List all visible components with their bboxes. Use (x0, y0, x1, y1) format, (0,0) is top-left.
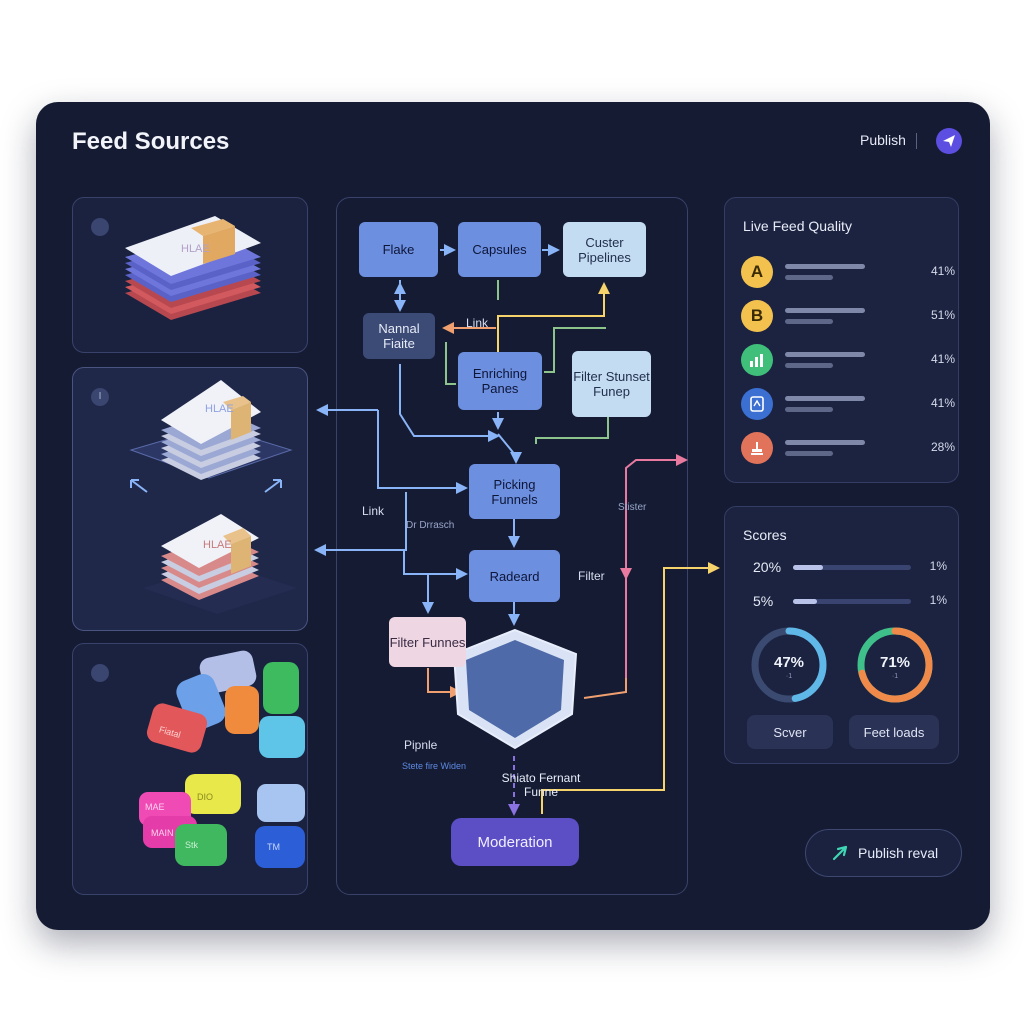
node-moderation[interactable]: Moderation (451, 818, 579, 866)
flow-label-stete-fire: Stete fire Widen (402, 761, 467, 771)
source-panel-3[interactable]: Fiatal DIO MAE MAIN Stk TM (72, 643, 308, 895)
bar-chart-icon (741, 344, 773, 376)
scver-button[interactable]: Scver (747, 715, 833, 749)
score-right: 1% (929, 593, 947, 607)
layer-label: HLAE (181, 243, 210, 255)
node-filter-stunset[interactable]: Filter Stunset Funep (572, 351, 651, 417)
node-radeard[interactable]: Radeard (469, 550, 560, 602)
document-icon (741, 388, 773, 420)
stacked-layers-icon: HLAE (125, 216, 261, 320)
quality-value: 28% (930, 440, 955, 454)
score-fill (793, 599, 817, 604)
app-window: Feed Sources Publish HLAE I (36, 102, 990, 930)
score-row: 20% 1% (747, 559, 947, 575)
colored-blocks-icon: Fiatal DIO MAE MAIN Stk TM (139, 650, 305, 868)
quality-row[interactable]: A 41% (741, 256, 955, 290)
panel-dot (91, 218, 109, 236)
flow-label-dr-drrasch: Dr Drrasch (406, 520, 455, 531)
quality-value: 41% (930, 264, 955, 278)
layer-label: HLAE (205, 403, 234, 415)
header-divider (916, 133, 917, 149)
gauge-arc (857, 627, 933, 703)
flow-label-filter: Filter (578, 569, 605, 583)
score-track (793, 565, 911, 570)
node-flake[interactable]: Flake (359, 222, 438, 277)
quality-row[interactable]: 41% (741, 344, 955, 378)
quality-value: 41% (930, 352, 955, 366)
live-feed-quality-card: Live Feed Quality A 41% B 51% 41% 41% (724, 197, 959, 483)
node-enriching-panes[interactable]: Enriching Panes (458, 352, 542, 410)
publish-reveal-label: Publish reval (858, 845, 939, 861)
score-left: 20% (753, 559, 782, 575)
block-label: TM (267, 842, 280, 852)
panel-dot (91, 664, 109, 682)
score-row: 5% 1% (747, 593, 947, 609)
paper-plane-icon[interactable] (936, 128, 962, 154)
flow-label-link-left: Link (362, 504, 385, 518)
stamp-icon (741, 432, 773, 464)
send-arrow-icon (832, 845, 848, 861)
page-title: Feed Sources (72, 128, 230, 155)
quality-value: 41% (930, 396, 955, 410)
publish-link[interactable]: Publish (860, 132, 906, 148)
quality-title: Live Feed Quality (743, 218, 852, 234)
node-custer-pipelines[interactable]: Custer Pipelines (563, 222, 646, 277)
gauge-value: 71% (879, 654, 911, 671)
gauge-sub: ·1 (891, 673, 899, 680)
flow-label-link: Link (466, 316, 489, 330)
quality-row[interactable]: B 51% (741, 300, 955, 334)
flow-connectors (314, 244, 720, 816)
source-panel-1[interactable]: HLAE (72, 197, 308, 353)
quality-row[interactable]: 28% (741, 432, 955, 466)
stacked-papers-icon: HLAE HLAE (129, 380, 297, 614)
gauge-1: 47% ·1 (749, 625, 829, 705)
donut-gauge-icon (857, 627, 933, 703)
source-panel-2[interactable]: I HLAE HLAE (72, 367, 308, 631)
panel-dot: I (91, 388, 109, 406)
layer-label: HLAE (203, 539, 232, 551)
quality-row[interactable]: 41% (741, 388, 955, 422)
score-fill (793, 565, 823, 570)
score-left: 5% (753, 593, 774, 609)
node-capsules[interactable]: Capsules (458, 222, 541, 277)
block-label: MAIN (151, 828, 174, 838)
gauge-value: 47% (773, 654, 805, 671)
feet-loads-button[interactable]: Feet loads (849, 715, 939, 749)
node-filter-funnes[interactable]: Filter Funnes (389, 617, 466, 667)
publish-reveal-button[interactable]: Publish reval (805, 829, 962, 877)
gauge-sub: ·1 (785, 673, 793, 680)
node-picking-funnels[interactable]: Picking Funnels (469, 464, 560, 519)
flow-label-pipnle: Pipnle (404, 738, 438, 752)
block-label: MAE (145, 802, 165, 812)
node-shield-funnel[interactable]: Shiato Fernant Funne (501, 771, 581, 799)
donut-gauge-icon (751, 627, 827, 703)
letter-a-icon: A (741, 256, 773, 288)
score-right: 1% (929, 559, 947, 573)
gauge-arc (751, 627, 827, 703)
scores-card: Scores 20% 1% 5% 1% 47% ·1 71% ·1 Scver … (724, 506, 959, 764)
node-nannal-fiaite[interactable]: Nannal Fiaite (363, 313, 435, 359)
block-label: Stk (185, 840, 199, 850)
flow-label-stister: Stister (618, 502, 647, 513)
block-label: DIO (197, 792, 213, 802)
quality-value: 51% (930, 308, 955, 322)
scores-title: Scores (743, 527, 787, 543)
score-track (793, 599, 911, 604)
letter-b-icon: B (741, 300, 773, 332)
gauge-2: 71% ·1 (855, 625, 935, 705)
